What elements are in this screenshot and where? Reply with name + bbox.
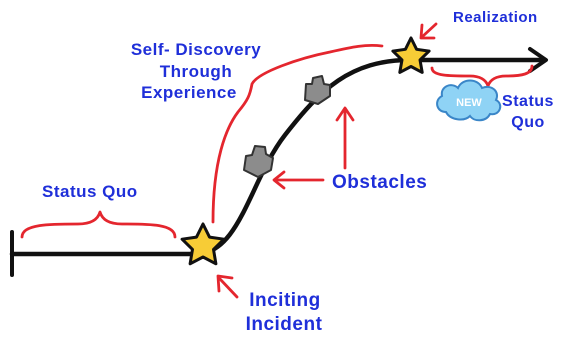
realization-arrow [419,22,438,40]
inciting-incident-label-line2: Incident [246,314,323,335]
cloud-icon [436,79,502,122]
status-quo-right-label-line1: Status [502,93,554,110]
new-badge-text: NEW [456,97,482,109]
inciting-arrow [216,274,239,299]
star-icon [391,36,431,74]
realization-label: Realization [453,9,538,26]
status-quo-left-label: Status Quo [42,182,138,201]
rock-icon [304,75,331,105]
obstacles-up-arrow [335,106,355,170]
self-discovery-bracket [211,43,384,224]
rock-icon [243,145,274,178]
self-discovery-label-line1: Self- Discovery [131,40,261,59]
status-quo-right-label-line2: Quo [511,114,545,131]
status-quo-bracket [20,210,177,239]
new-status-quo-bracket [430,64,534,88]
self-discovery-label-line3: Experience [141,83,237,102]
self-discovery-label-line2: Through [160,62,232,81]
inciting-incident-label-line1: Inciting [249,290,321,311]
obstacles-label: Obstacles [332,172,427,193]
arrow-head-icon [528,47,548,73]
star-icon [180,222,226,266]
obstacles-arrow [272,170,325,190]
